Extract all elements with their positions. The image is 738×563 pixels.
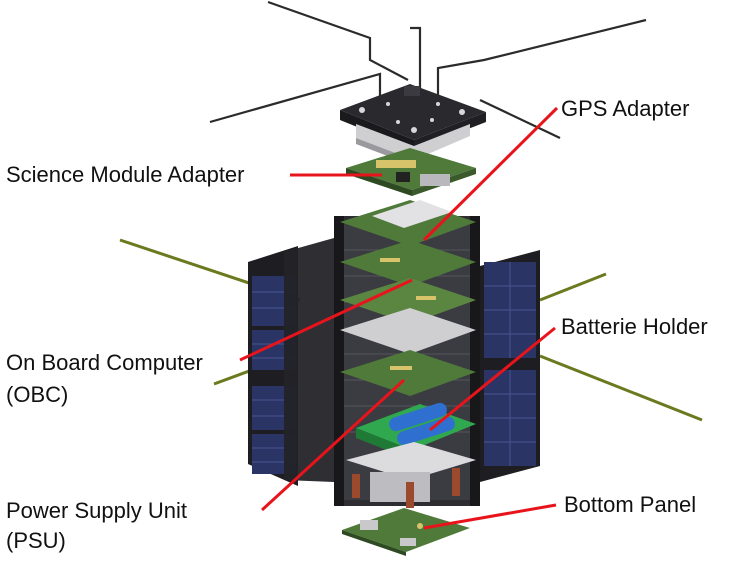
label-bottom-panel: Bottom Panel [564,492,697,517]
callout-gps-adapter [422,106,559,242]
callout-batterie-holder [429,326,556,432]
label-power-supply-unit-line1: Power Supply Unit [6,498,187,523]
bottom-panel-board [342,508,470,556]
label-power-supply-unit-line2: (PSU) [6,528,66,553]
bottom-structure [346,442,476,508]
left-solar-panel [248,238,334,486]
label-gps-adapter: GPS Adapter [561,96,690,121]
pcb-stack [340,200,476,396]
callout-lines [239,106,559,530]
callout-power-supply-unit [260,378,406,512]
label-on-board-computer-line2: (OBC) [6,382,69,407]
callout-bottom-panel [423,503,557,530]
label-science-module-adapter: Science Module Adapter [6,162,245,187]
antenna-wires [209,0,647,139]
science-module-adapter-board [346,148,476,196]
callout-on-board-computer [239,278,413,362]
label-batterie-holder: Batterie Holder [561,314,708,339]
label-on-board-computer-line1: On Board Computer [6,350,203,375]
